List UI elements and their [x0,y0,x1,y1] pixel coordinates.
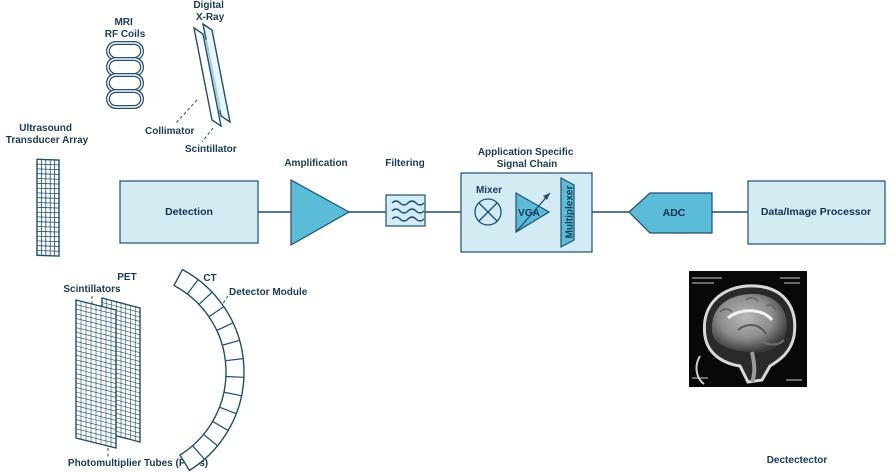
collimator-label: Collimator [145,126,195,137]
footer-label: Dectectector [767,455,828,466]
amplifier-icon [290,178,351,247]
pmt-label: Photomultiplier Tubes (PMTs) [68,458,208,469]
ct-label: CT [203,273,216,284]
filtering-label: Filtering [385,158,424,169]
detection-block [119,180,259,244]
pet-detector-panels-icon [75,297,141,449]
ultrasound-array-icon [36,158,60,257]
detection-label: Detection [165,206,213,218]
scintillator-label: Scintillator [185,144,237,155]
scintillators-label: Scintillators [63,284,121,295]
vga-icon [515,191,551,234]
multiplexer-icon [560,176,575,249]
scintillator-leader [201,127,214,143]
ct-detector-arc-icon [173,268,245,472]
adc-label: ADC [663,207,686,219]
vga-label: VGA [518,208,540,219]
mixer-icon [474,198,502,226]
mri-label: MRI RF Coils [105,17,146,40]
asic-title: Application Specific Signal Chain [478,147,576,170]
mixer-label: Mixer [476,185,502,196]
processor-block [747,180,886,245]
brain-mri-scan-icon [689,271,807,387]
filter-icon [385,194,426,227]
processor-label: Data/Image Processor [761,206,871,218]
xray-plates-icon [192,22,232,128]
detector-module-label: Detector Module [229,287,308,298]
pet-label: PET [117,272,136,283]
mri-rf-coils-icon [106,41,144,109]
xray-label: Digital X-Ray [193,0,226,23]
collimator-leader [174,99,198,125]
adc-block [628,192,713,234]
ultrasound-label: Ultrasound Transducer Array [6,123,89,146]
amplification-label: Amplification [284,158,347,169]
multiplexer-label: Multiplexer [565,186,576,239]
